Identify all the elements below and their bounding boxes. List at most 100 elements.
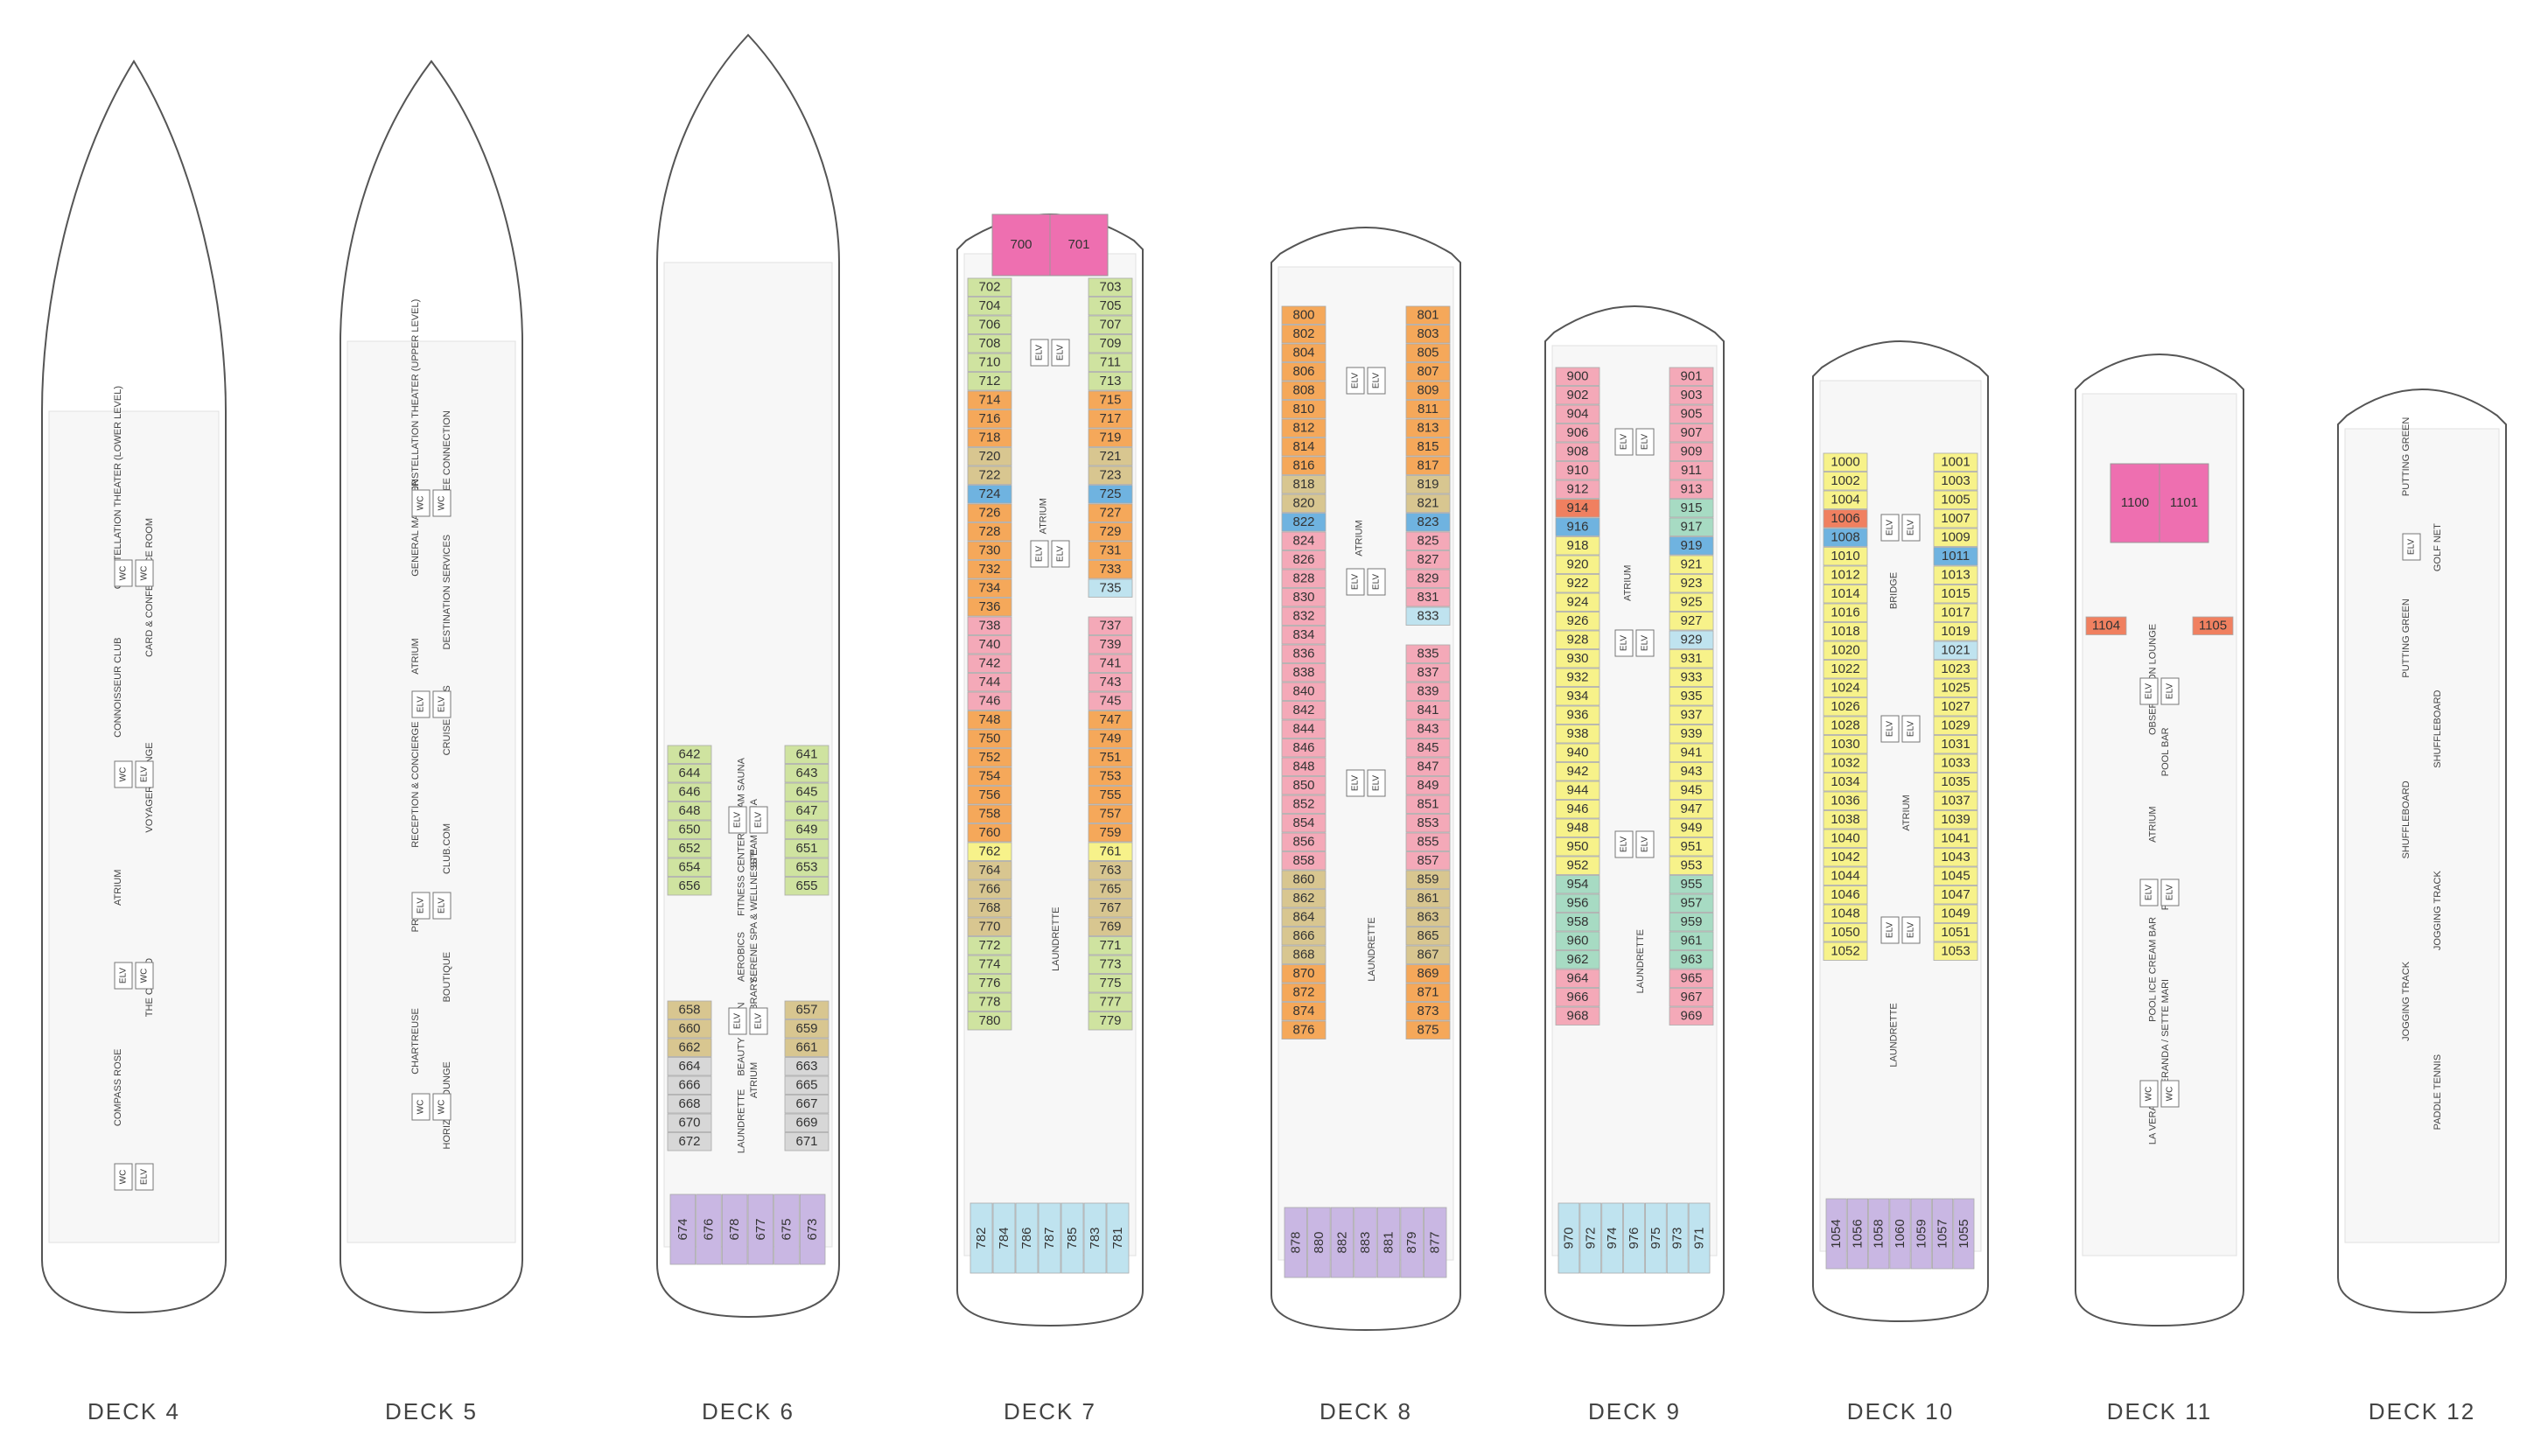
cabin[interactable] (1281, 381, 1326, 400)
cabin[interactable] (1555, 517, 1600, 536)
cabin[interactable] (667, 764, 712, 783)
cabin[interactable] (667, 1057, 712, 1076)
aft-cabin[interactable] (1688, 1202, 1711, 1274)
cabin[interactable] (667, 820, 712, 839)
cabin[interactable] (1669, 592, 1714, 612)
cabin[interactable] (1669, 687, 1714, 706)
cabin[interactable] (1405, 889, 1451, 908)
cabin[interactable] (1281, 475, 1326, 494)
aft-cabin[interactable] (799, 1194, 826, 1265)
cabin[interactable] (1405, 1020, 1451, 1040)
cabin[interactable] (1933, 603, 1978, 622)
cabin[interactable] (1555, 856, 1600, 875)
cabin[interactable] (1933, 452, 1978, 472)
cabin[interactable] (1281, 814, 1326, 833)
aft-cabin[interactable] (1868, 1198, 1890, 1270)
cabin[interactable] (1823, 565, 1868, 584)
deck11[interactable]: 1100110111041105OBSERVATION LOUNGEPOOL B… (2075, 354, 2244, 1424)
cabin[interactable] (1555, 630, 1600, 649)
cabin[interactable] (1405, 983, 1451, 1002)
cabin[interactable] (1555, 649, 1600, 668)
cabin[interactable] (1669, 404, 1714, 424)
cabin[interactable] (1823, 716, 1868, 735)
cabin[interactable] (967, 974, 1012, 993)
cabin[interactable] (967, 560, 1012, 579)
cabin[interactable] (784, 1075, 830, 1095)
cabin[interactable] (1669, 386, 1714, 405)
cabin[interactable] (1933, 584, 1978, 604)
cabin[interactable] (1555, 461, 1600, 480)
cabin[interactable] (1823, 773, 1868, 792)
aft-cabin[interactable] (1400, 1207, 1424, 1278)
cabin[interactable] (1088, 1012, 1133, 1031)
cabin[interactable] (1555, 442, 1600, 461)
cabin[interactable] (1281, 362, 1326, 382)
cabin[interactable] (1405, 513, 1451, 532)
cabin[interactable] (1088, 447, 1133, 466)
cabin[interactable] (1281, 626, 1326, 645)
cabin[interactable] (1405, 927, 1451, 946)
cabin[interactable] (784, 802, 830, 821)
cabin[interactable] (967, 955, 1012, 974)
cabin[interactable] (1669, 724, 1714, 744)
cabin[interactable] (784, 1000, 830, 1019)
cabin[interactable] (1088, 917, 1133, 936)
deck6[interactable]: 6426446466486506526546566586606626646666… (656, 33, 840, 1424)
cabin[interactable] (1823, 848, 1868, 867)
cabin[interactable] (667, 1000, 712, 1019)
cabin[interactable] (2192, 616, 2234, 635)
cabin[interactable] (1405, 644, 1451, 663)
cabin[interactable] (1933, 848, 1978, 867)
cabin[interactable] (1669, 893, 1714, 913)
cabin[interactable] (1933, 622, 1978, 641)
aft-cabin[interactable] (1825, 1198, 1847, 1270)
cabin[interactable] (1405, 362, 1451, 382)
deck8[interactable]: 8008028048068088108128148168188208228248… (1270, 227, 1461, 1424)
cabin[interactable] (667, 1095, 712, 1114)
cabin[interactable] (1669, 1006, 1714, 1026)
cabin[interactable] (967, 466, 1012, 485)
cabin[interactable] (1669, 536, 1714, 556)
cabin[interactable] (1823, 904, 1868, 923)
cabin[interactable] (1555, 386, 1600, 405)
cabin[interactable] (1088, 879, 1133, 899)
cabin[interactable] (1669, 499, 1714, 518)
cabin[interactable] (1555, 893, 1600, 913)
cabin[interactable] (1405, 757, 1451, 776)
cabin[interactable] (1088, 353, 1133, 372)
cabin[interactable] (1823, 547, 1868, 566)
cabin[interactable] (1823, 509, 1868, 528)
aft-cabin[interactable] (1284, 1207, 1307, 1278)
cabin[interactable] (967, 315, 1012, 334)
cabin[interactable] (1088, 861, 1133, 880)
cabin[interactable] (1281, 757, 1326, 776)
cabin[interactable] (1823, 923, 1868, 942)
cabin[interactable] (1823, 735, 1868, 754)
cabin[interactable] (1405, 588, 1451, 607)
cabin[interactable] (1669, 517, 1714, 536)
aft-cabin[interactable] (1910, 1198, 1932, 1270)
cabin[interactable] (1088, 766, 1133, 786)
cabin[interactable] (967, 842, 1012, 861)
cabin[interactable] (1088, 748, 1133, 767)
cabin[interactable] (667, 1075, 712, 1095)
aft-cabin[interactable] (1666, 1202, 1689, 1274)
cabin[interactable] (1088, 974, 1133, 993)
cabin[interactable] (1281, 494, 1326, 513)
cabin[interactable] (1088, 823, 1133, 843)
cabin[interactable] (667, 802, 712, 821)
aft-cabin[interactable] (1330, 1207, 1354, 1278)
cabin[interactable] (1669, 875, 1714, 894)
cabin[interactable] (1669, 705, 1714, 724)
cabin[interactable] (667, 782, 712, 802)
cabin[interactable] (1823, 660, 1868, 679)
cabin[interactable] (1933, 640, 1978, 660)
cabin[interactable] (1669, 931, 1714, 950)
cabin[interactable] (1669, 612, 1714, 631)
cabin[interactable] (1281, 400, 1326, 419)
cabin[interactable] (2085, 616, 2127, 635)
cabin[interactable] (1555, 1006, 1600, 1026)
cabin[interactable] (1823, 490, 1868, 509)
cabin[interactable] (1405, 569, 1451, 588)
